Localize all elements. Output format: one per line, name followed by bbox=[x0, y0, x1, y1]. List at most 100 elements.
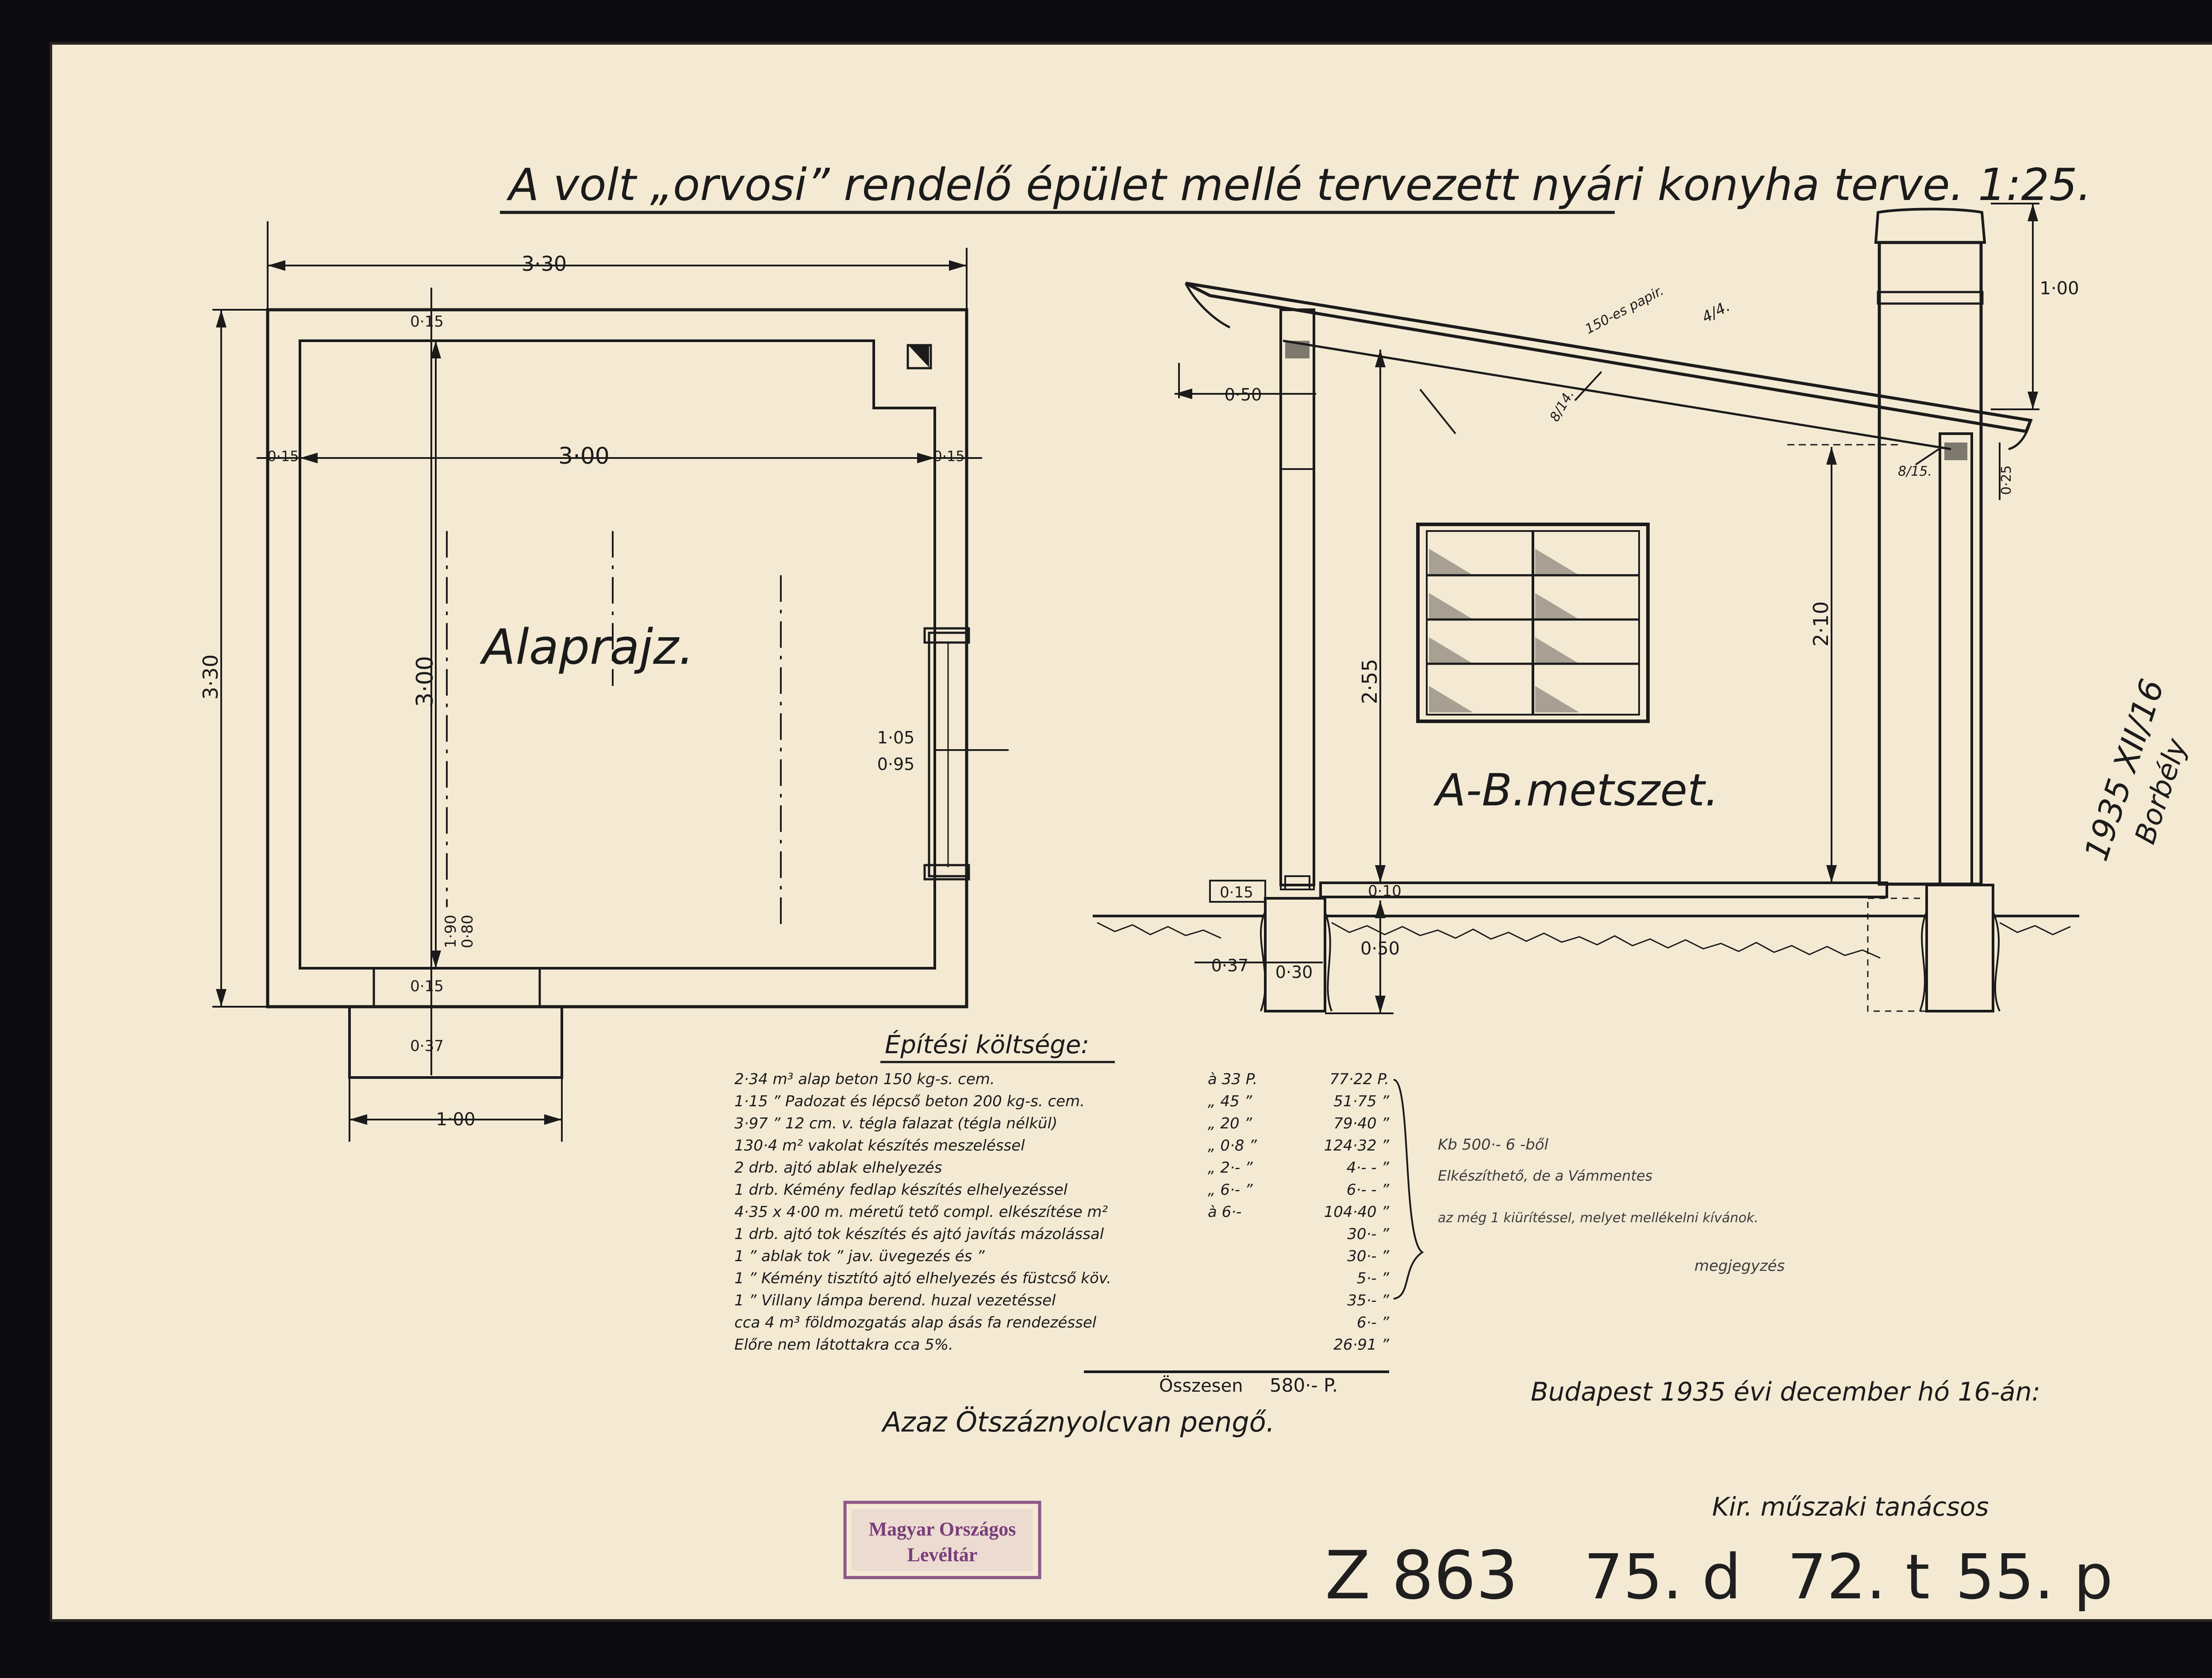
section-label: A-B.metszet. bbox=[1433, 764, 1719, 816]
cost-row-amount: 51·75 ” bbox=[1333, 1093, 1389, 1110]
cost-row-rate: „ 45 ” bbox=[1208, 1093, 1252, 1110]
plan-dim-inner-width: 3·00 bbox=[558, 443, 610, 470]
plan-dim-wall-left: 0·15 bbox=[267, 448, 299, 465]
plan-dim-inner-height: 3·00 bbox=[412, 656, 438, 707]
cost-row-item: 1 drb. ajtó tok készítés és ajtó javítás… bbox=[734, 1225, 1104, 1243]
pencil-note-1: Kb 500·- 6 -ből bbox=[1438, 1136, 1549, 1154]
cost-row-item: 2·34 m³ alap beton 150 kg-s. cem. bbox=[734, 1070, 995, 1088]
cost-row-item: 4·35 x 4·00 m. méretű tető compl. elkész… bbox=[734, 1203, 1108, 1221]
cost-total-label: Összesen bbox=[1159, 1375, 1243, 1396]
cost-heading: Építési költsége: bbox=[885, 1031, 1089, 1059]
pencil-note-3: az még 1 kiürítéssel, melyet mellékelni … bbox=[1438, 1210, 1759, 1226]
section-left-foundation bbox=[1264, 897, 1326, 1012]
plan-inner-wall bbox=[299, 339, 936, 970]
plan-dim-wall-bottom: 0·15 bbox=[410, 978, 444, 995]
section-dim-foundation-width: 0·30 bbox=[1275, 962, 1313, 982]
document-title: A volt „orvosi” rendelő épület mellé ter… bbox=[506, 159, 2091, 211]
document-sheet bbox=[50, 42, 2212, 1622]
plan-entrance-step bbox=[348, 1005, 563, 1079]
cost-row-rate: à 6·- bbox=[1208, 1203, 1241, 1221]
plan-dim-wall-right: 0·15 bbox=[933, 448, 964, 465]
section-chimney bbox=[1878, 241, 1983, 886]
section-right-foundation bbox=[1925, 884, 1994, 1012]
pencil-notes: Kb 500·- 6 -ből Elkészíthető, de a Vámme… bbox=[1438, 1136, 1785, 1275]
cost-row-item: 1 ” Kémény tisztító ajtó elhelyezés és f… bbox=[734, 1270, 1111, 1287]
cost-row-amount: 6·- ” bbox=[1357, 1314, 1390, 1332]
ref-code: Z 863 bbox=[1325, 1537, 1518, 1614]
section-dim-ridge-height: 2·55 bbox=[1358, 659, 1382, 704]
cost-row-rate: „ 2·- ” bbox=[1208, 1159, 1253, 1177]
cost-total-value: 580·- P. bbox=[1270, 1374, 1338, 1396]
plan-dim-step-width: 1·00 bbox=[436, 1109, 475, 1130]
stamp-line-1: Magyar Országos bbox=[869, 1518, 1016, 1540]
cost-table: 2·34 m³ alap beton 150 kg-s. cem. à 33 P.… bbox=[734, 1070, 1389, 1354]
cost-in-words: Azaz Ötszáznyolcvan pengő. bbox=[881, 1406, 1275, 1438]
stamp-line-2: Levéltár bbox=[907, 1544, 978, 1566]
plan-window bbox=[928, 631, 968, 877]
section-dim-chimney-top: 1·00 bbox=[2039, 278, 2079, 299]
section-right-post bbox=[1939, 432, 1973, 886]
cost-row-rate: à 33 P. bbox=[1208, 1070, 1257, 1088]
cost-row-item: 1 ” ablak tok ” jav. üvegezés és ” bbox=[734, 1247, 985, 1265]
ref-part-1: 75. d bbox=[1584, 1541, 1741, 1613]
plan-dim-window-head: 1·05 bbox=[877, 728, 915, 747]
cost-row-amount: 124·32 ” bbox=[1324, 1137, 1390, 1155]
section-roof-note-b: 4/4. bbox=[1699, 297, 1733, 327]
pencil-note-4: megjegyzés bbox=[1694, 1257, 1785, 1275]
section-roof bbox=[1185, 281, 2033, 433]
pencil-note-2: Elkészíthető, de a Vámmentes bbox=[1438, 1167, 1652, 1184]
plan-dim-window-sill: 0·95 bbox=[877, 754, 915, 774]
plan-dim-door-a: 1·90 bbox=[442, 915, 460, 948]
plan-dim-step-depth: 0·37 bbox=[410, 1037, 444, 1055]
section-rafter-b: 8/15. bbox=[1898, 464, 1932, 479]
plan-label: Alaprajz. bbox=[480, 619, 694, 675]
plan-chimney-flue bbox=[906, 344, 932, 369]
place-date: Budapest 1935 évi december hó 16-án: bbox=[1531, 1377, 2040, 1407]
cost-row-item: Előre nem látottakra cca 5%. bbox=[734, 1336, 953, 1354]
cost-row-amount: 5·- ” bbox=[1357, 1270, 1390, 1287]
cost-row-amount: 4·- - ” bbox=[1347, 1159, 1390, 1177]
ref-part-2: 72. t bbox=[1787, 1541, 1930, 1613]
plan-dim-overall-height: 3·30 bbox=[199, 654, 223, 700]
plan-dim-wall-top: 0·15 bbox=[410, 313, 444, 331]
cost-row-item: 1 drb. Kémény fedlap készítés elhelyezés… bbox=[734, 1181, 1068, 1199]
cost-row-item: cca 4 m³ földmozgatás alap ásás fa rende… bbox=[734, 1314, 1097, 1332]
approval-signature: 1935 XII/16 Borbély bbox=[2077, 675, 2193, 866]
section-dim-wall-height: 2·10 bbox=[1809, 601, 1833, 647]
cost-row-amount: 6·- - ” bbox=[1347, 1181, 1390, 1199]
section-dim-foundation-depth: 0·50 bbox=[1360, 939, 1400, 959]
section-roof-note-a: 150-es papir. bbox=[1582, 283, 1666, 337]
section-dim-foundation-left: 0·37 bbox=[1211, 956, 1249, 975]
cost-row-amount: 77·22 P. bbox=[1329, 1070, 1389, 1088]
cost-row-amount: 26·91 ” bbox=[1333, 1336, 1389, 1354]
cost-row-amount: 30·- ” bbox=[1347, 1225, 1389, 1243]
archive-stamp: Magyar Országos Levéltár bbox=[843, 1501, 1041, 1579]
section-window bbox=[1416, 523, 1650, 723]
cost-row-amount: 79·40 ” bbox=[1333, 1115, 1389, 1132]
cost-row-item: 1 ” Villany lámpa berend. huzal vezetéss… bbox=[734, 1292, 1056, 1309]
section-dim-eave: 0·50 bbox=[1225, 385, 1262, 404]
cost-row-amount: 35·- ” bbox=[1347, 1292, 1389, 1309]
cost-row-amount: 104·40 ” bbox=[1324, 1203, 1390, 1221]
cost-brace bbox=[1393, 1079, 1424, 1300]
section-floor-slab bbox=[1319, 881, 1888, 898]
cost-row-rate: „ 20 ” bbox=[1208, 1115, 1252, 1132]
plan-dim-door-b: 0·80 bbox=[459, 915, 476, 948]
section-view bbox=[1093, 203, 2079, 1014]
section-left-post bbox=[1279, 308, 1315, 886]
cost-row-item: 2 drb. ajtó ablak elhelyezés bbox=[734, 1159, 942, 1177]
plan-dim-overall-width: 3·30 bbox=[522, 252, 567, 276]
ref-part-3: 55. p bbox=[1955, 1541, 2113, 1613]
section-dim-floor: 0·10 bbox=[1368, 882, 1402, 900]
plan-door-opening bbox=[373, 967, 541, 1008]
cost-row-item: 1·15 ” Padozat és lépcső beton 200 kg-s.… bbox=[734, 1093, 1085, 1110]
floor-plan bbox=[212, 221, 1009, 1142]
section-rafter-a: 8/14. bbox=[1547, 387, 1578, 424]
cost-row-amount: 30·- ” bbox=[1347, 1247, 1389, 1265]
cost-row-rate: „ 0·8 ” bbox=[1208, 1137, 1257, 1155]
cost-row-item: 130·4 m² vakolat készítés meszeléssel bbox=[734, 1137, 1025, 1155]
section-dim-beam-offset: 0·25 bbox=[1999, 466, 2014, 495]
signatory: Kir. műszaki tanácsos bbox=[1712, 1492, 1989, 1522]
section-dim-plinth: 0·15 bbox=[1220, 884, 1253, 901]
